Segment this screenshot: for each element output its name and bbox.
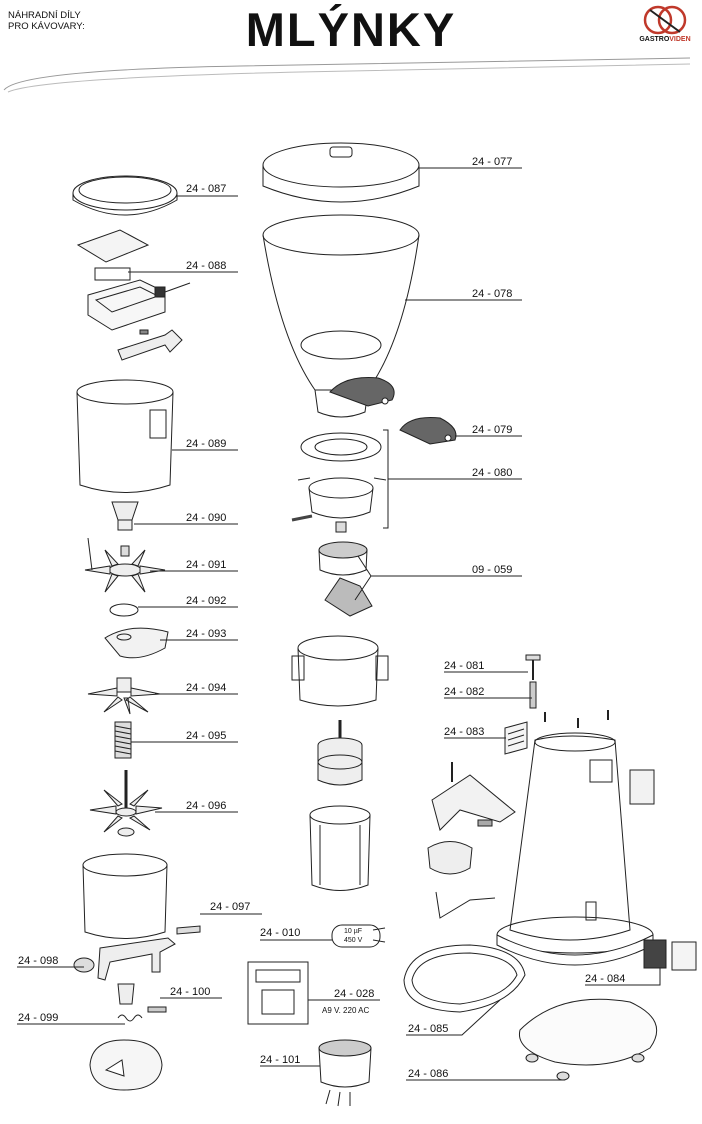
bracket-24-080 [383,429,389,529]
bottom-disk [89,1039,163,1091]
label-24-091: 24 - 091 [186,559,227,571]
label-24-092: 24 - 092 [186,595,227,607]
part-24-099-spring [117,1014,143,1022]
front-cover [629,769,655,805]
contactor-rating: A9 V. 220 AC [322,1006,370,1015]
wire-harness [435,891,496,919]
label-24-028: 24 - 028 [334,988,375,1000]
part-24-010-capacitor [331,924,386,948]
part-24-091-star [84,537,166,593]
grinder-housing [291,635,389,707]
label-24-095: 24 - 095 [186,730,227,742]
label-24-093: 24 - 093 [186,628,227,640]
logo-text: GASTROVIDEN [639,36,691,43]
part-24-087-ring [72,175,178,216]
part-24-090 [111,501,139,531]
part-24-086-plate [518,998,658,1066]
label-24-083: 24 - 083 [444,726,485,738]
part-24-097-cylinder [82,853,201,939]
label-24-099: 24 - 099 [18,1012,59,1024]
part-24-095-spring [114,721,132,759]
label-24-094: 24 - 094 [186,682,227,694]
grinder-body [496,732,654,966]
leader-09-059 [354,555,522,601]
label-24-085: 24 - 085 [408,1023,449,1035]
part-24-093-cam [104,627,169,659]
label-24-090: 24 - 090 [186,512,227,524]
label-24-084: 24 - 084 [585,973,626,985]
part-24-084-switches [643,939,697,971]
part-24-101-coil [318,1039,372,1107]
label-24-077: 24 - 077 [472,156,513,168]
part-24-083-grille [504,721,528,755]
gastroviden-logo: GASTROVIDEN [636,4,694,50]
label-24-098: 24 - 098 [18,955,59,967]
label-24-082: 24 - 082 [444,686,485,698]
label-24-097: 24 - 097 [210,901,251,913]
part-24-028-contactor [247,961,309,1025]
label-24-086: 24 - 086 [408,1068,449,1080]
part-24-094-star [87,677,161,715]
part-24-098-lever [97,937,176,981]
label-24-080: 24 - 080 [472,467,513,479]
label-24-078: 24 - 078 [472,288,513,300]
leader-24-085 [406,999,501,1036]
motor-rotor [317,720,363,786]
capacitor-text-2: 450 V [344,937,363,944]
label-09-059: 09 - 059 [472,564,513,576]
bushing [427,841,473,875]
part-24-100-star [117,983,135,1005]
header-swoosh [3,57,691,91]
part-24-085-ring [403,944,526,1013]
part-24-088-assembly [76,229,191,361]
part-24-081-screw [525,654,541,680]
label-24-081: 24 - 081 [444,660,485,672]
part-24-079-shutter-a [329,377,395,407]
part-24-082-spring [529,681,537,709]
label-24-088: 24 - 088 [186,260,227,272]
label-24-079: 24 - 079 [472,424,513,436]
part-24-080-carrier [297,432,387,533]
part-24-089-cylinder [76,379,174,493]
motor-stator [309,805,371,891]
capacitor-text-1: 10 µF [344,928,363,935]
header-subtitle: NÁHRADNÍ DÍLY PRO KÁVOVARY: [8,10,85,32]
label-24-089: 24 - 089 [186,438,227,450]
label-24-100: 24 - 100 [170,986,211,998]
logo-mark-icon [643,5,687,35]
label-24-010: 24 - 010 [260,927,301,939]
header-line-2: PRO KÁVOVARY: [8,21,85,32]
label-24-087: 24 - 087 [186,183,227,195]
part-24-096-spindle [89,770,163,837]
part-09-059-burrs [318,541,373,617]
page-title: MLÝNKY [245,3,457,56]
part-24-092-ring [109,603,139,617]
part-24-079-shutter-b [399,417,457,445]
leader-24-084 [585,968,661,986]
label-24-096: 24 - 096 [186,800,227,812]
part-24-077-lid [262,142,420,203]
header-line-1: NÁHRADNÍ DÍLY [8,10,81,21]
label-24-101: 24 - 101 [260,1054,301,1066]
side-bracket [431,774,516,831]
